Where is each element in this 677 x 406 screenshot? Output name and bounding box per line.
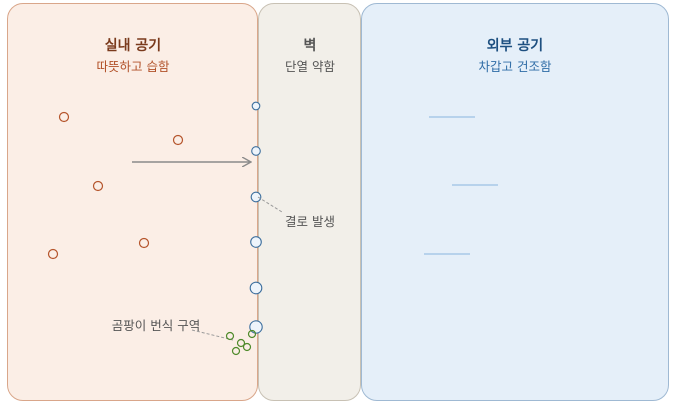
- vapor-particle: [92, 180, 104, 192]
- mold-zone-label: 곰팡이 번식 구역: [111, 318, 201, 333]
- condensation-leader-line: [257, 196, 283, 213]
- vapor-particle: [47, 248, 59, 260]
- water-droplet: [249, 320, 263, 334]
- vapor-particle: [58, 111, 70, 123]
- mold-spore: [231, 346, 241, 356]
- wall-panel: [258, 3, 361, 401]
- water-droplet: [250, 191, 262, 203]
- water-droplet: [249, 281, 263, 295]
- wall-subtitle: 단열 약함: [285, 59, 335, 74]
- wall-title: 벽: [303, 38, 317, 54]
- outdoor-panel: [361, 3, 669, 401]
- indoor-title: 실내 공기: [104, 38, 162, 54]
- mold-spore: [247, 329, 257, 339]
- water-droplet: [250, 236, 262, 248]
- mold-spore: [236, 338, 246, 348]
- mold-leader-line: [191, 329, 234, 341]
- condensation-label: 결로 발생: [285, 214, 335, 229]
- outdoor-subtitle: 차갑고 건조함: [478, 59, 552, 74]
- vapor-particle: [172, 134, 184, 146]
- water-droplet: [251, 146, 261, 156]
- indoor-subtitle: 따뜻하고 습함: [96, 59, 170, 74]
- mold-spore: [225, 331, 235, 341]
- mold-spore: [242, 342, 252, 352]
- outdoor-title: 외부 공기: [486, 38, 544, 54]
- vapor-particle: [138, 237, 150, 249]
- water-droplet: [251, 101, 261, 111]
- indoor-panel: [7, 3, 258, 401]
